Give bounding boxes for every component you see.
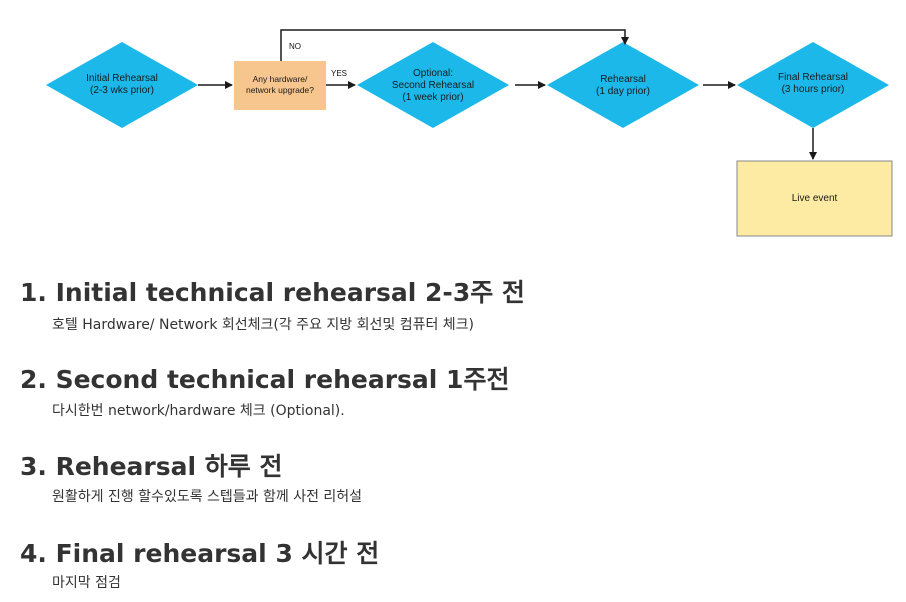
step-4-title: 4. Final rehearsal 3 시간 전	[20, 539, 380, 568]
decision-label: Any hardware/ network upgrade?	[245, 74, 315, 95]
step-2-description: 다시한번 network/hardware 체크 (Optional).	[52, 403, 345, 419]
step-4-description: 마지막 점검	[52, 575, 121, 591]
live-event-label: Live event	[791, 193, 838, 204]
live-event-shape	[736, 160, 893, 237]
rehearsal-label: Rehearsal (1 day prior)	[596, 74, 650, 97]
arrow-no-branch	[280, 29, 629, 61]
step-2-title: 2. Second technical rehearsal 1주전	[20, 365, 510, 394]
step-3-title: 3. Rehearsal 하루 전	[20, 452, 283, 481]
rehearsal-shape	[547, 42, 699, 128]
yes-edge-label: YES	[331, 69, 348, 78]
initial-rehearsal-shape	[46, 42, 198, 128]
second-rehearsal-label: Optional: Second Rehearsal (1 week prior…	[391, 68, 475, 103]
flow-diagram	[46, 29, 893, 237]
final-rehearsal-label: Final Rehearsal (3 hours prior)	[777, 72, 849, 95]
final-rehearsal-shape	[737, 42, 889, 128]
step-3-description: 원활하게 진행 할수있도록 스텝들과 함께 사전 리허설	[52, 489, 363, 505]
step-1-description: 호텔 Hardware/ Network 회선체크(각 주요 지방 회선및 컴퓨…	[52, 317, 475, 333]
step-1-title: 1. Initial technical rehearsal 2-3주 전	[20, 278, 525, 307]
no-edge-label: NO	[289, 42, 301, 51]
second-rehearsal-shape	[357, 42, 509, 128]
decision-shape	[234, 61, 326, 110]
initial-rehearsal-label: Initial Rehearsal (2-3 wks prior)	[86, 73, 158, 96]
